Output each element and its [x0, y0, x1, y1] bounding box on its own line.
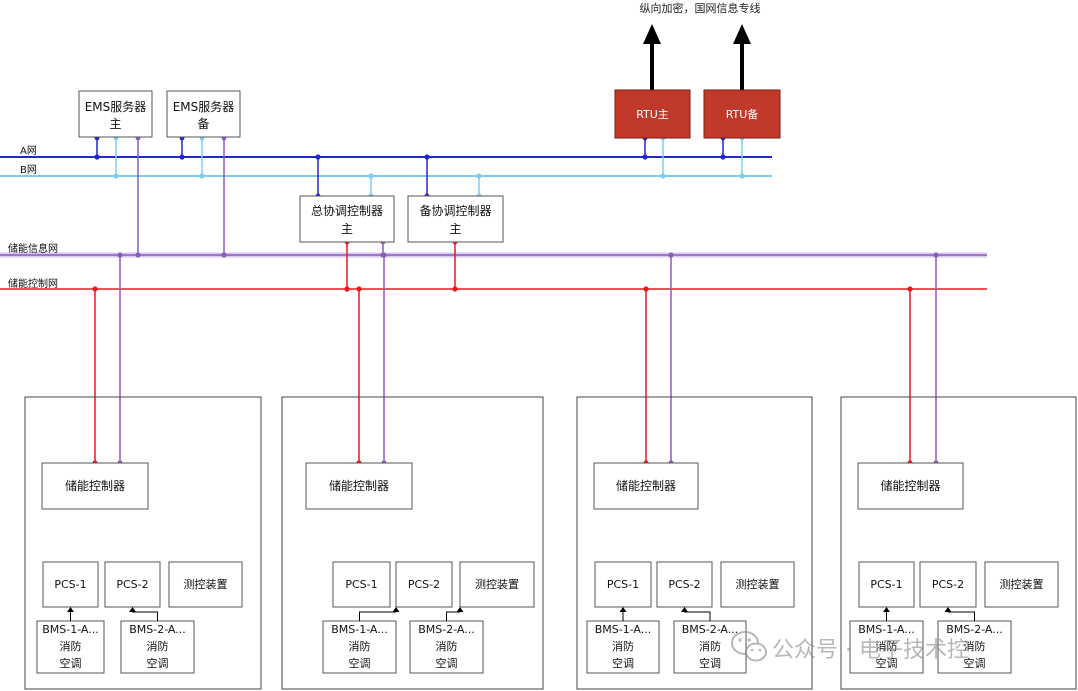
pcs-1-unit-2-label: PCS-1 [345, 578, 377, 591]
rtu-primary-label: RTU主 [636, 108, 669, 121]
bms-2-unit-4-line1: BMS-2-A... [946, 623, 1003, 636]
rtu-backup: RTU备 [703, 89, 781, 139]
wechat-icon [731, 631, 767, 662]
bms-2-unit-1 [120, 620, 195, 674]
bms-1-unit-2-line3: 空调 [349, 656, 371, 670]
storage-unit-4: 储能控制器 PCS-1 PCS-2 测控装置 BMS-1-A... 消防 空调 … [840, 396, 1077, 690]
uplink-label: 纵向加密，国网信息专线 [640, 1, 761, 15]
bms-2-unit-2-line3: 空调 [436, 656, 458, 670]
monitor-unit-4 [984, 561, 1059, 608]
bms-1-unit-2-line1: BMS-1-A... [331, 623, 388, 636]
bms-2-unit-1-line2: 消防 [147, 639, 169, 653]
bms-2-unit-3-line3: 空调 [699, 656, 721, 670]
storage-unit-2: 储能控制器 PCS-1 PCS-2 测控装置 BMS-1-A... 消防 空调 … [281, 396, 544, 690]
rtu-backup-label: RTU备 [726, 107, 759, 121]
bms-1-unit-3-line1: BMS-1-A... [595, 623, 652, 636]
monitor-unit-1-label: 测控装置 [184, 577, 228, 591]
bms-2-unit-4-line2: 消防 [964, 639, 986, 653]
storage-unit-3: 储能控制器 PCS-1 PCS-2 测控装置 BMS-1-A... 消防 空调 … [576, 396, 813, 690]
storage-controller-4-label: 储能控制器 [880, 478, 940, 493]
storage-controller-4 [857, 462, 964, 510]
top-connections [96, 137, 743, 289]
pcs-1-unit-4-label: PCS-1 [870, 578, 902, 591]
info-net-label: 储能信息网 [8, 242, 58, 255]
bms-1-unit-4 [849, 620, 924, 674]
network-buses [0, 156, 987, 290]
ems-server-primary-line1: EMS服务器 [85, 99, 147, 114]
pcs-2-unit-2 [395, 561, 453, 608]
storage-controller-2 [305, 462, 413, 510]
storage-controller-2-label: 储能控制器 [329, 478, 389, 493]
storage-controller-3-label: 储能控制器 [616, 478, 676, 493]
pcs-2-unit-1 [104, 561, 161, 608]
pcs-1-unit-3-label: PCS-1 [607, 578, 639, 591]
control-net-label: 储能控制网 [8, 277, 58, 290]
ems-server-backup-line1: EMS服务器 [173, 99, 235, 114]
pcs-1-unit-1 [42, 561, 99, 608]
pcs-1-unit-1-label: PCS-1 [54, 578, 86, 591]
monitor-unit-3 [720, 561, 795, 608]
bms-2-unit-4-line3: 空调 [964, 656, 986, 670]
bms-1-unit-1 [36, 620, 105, 674]
bms-1-unit-1-line2: 消防 [60, 639, 82, 653]
bms-2-unit-3-line1: BMS-2-A... [682, 623, 739, 636]
bms-2-unit-2-line2: 消防 [436, 639, 458, 653]
pcs-2-unit-4 [919, 561, 977, 608]
bms-1-unit-4-line1: BMS-1-A... [858, 623, 915, 636]
bms-2-unit-1-line1: BMS-2-A... [129, 623, 186, 636]
coordinator-backup-line2: 主 [449, 222, 461, 236]
rtu-primary: RTU主 [614, 89, 691, 139]
bms-2-unit-2 [409, 620, 484, 674]
bms-1-unit-1-line1: BMS-1-A... [42, 623, 99, 636]
b-net-label: B网 [20, 164, 37, 176]
bms-1-unit-3-line3: 空调 [612, 656, 634, 670]
pcs-1-unit-2 [332, 561, 391, 608]
bms-1-unit-4-line3: 空调 [876, 656, 898, 670]
storage-controller-1 [41, 462, 149, 510]
storage-unit-1: 储能控制器 PCS-1 PCS-2 测控装置 BMS-1-A... 消防 空调 … [24, 396, 262, 690]
monitor-unit-1 [168, 561, 243, 608]
ems-server-backup-line2: 备 [197, 117, 209, 131]
ems-server-primary: EMS服务器 主 [78, 90, 153, 138]
bms-1-unit-1-line3: 空调 [60, 656, 82, 670]
ems-server-primary-line2: 主 [109, 117, 121, 131]
storage-controller-3 [593, 462, 699, 510]
bms-2-unit-4 [937, 620, 1012, 674]
a-net-label: A网 [20, 145, 37, 157]
pcs-2-unit-3 [656, 561, 713, 608]
bms-1-unit-4-line2: 消防 [876, 639, 898, 653]
pcs-1-unit-3 [594, 561, 652, 608]
monitor-unit-2 [459, 561, 535, 608]
bms-1-unit-2-line2: 消防 [349, 639, 371, 653]
coordinator-backup: 备协调控制器 主 [407, 195, 504, 243]
monitor-unit-3-label: 测控装置 [736, 577, 780, 591]
coordinator-primary: 总协调控制器 主 [299, 195, 395, 243]
bms-2-unit-3-line2: 消防 [699, 639, 721, 653]
monitor-unit-2-label: 测控装置 [475, 577, 519, 591]
watermark-text: 公众号 · 电子技术控 [772, 638, 969, 663]
pcs-2-unit-4-label: PCS-2 [932, 578, 964, 591]
pcs-1-unit-4 [858, 561, 915, 608]
watermark: 公众号 · 电子技术控 [731, 631, 969, 663]
bms-2-unit-2-line1: BMS-2-A... [418, 623, 475, 636]
ems-server-backup: EMS服务器 备 [166, 90, 241, 138]
coordinator-primary-line1: 总协调控制器 [311, 203, 383, 218]
unit-connections [94, 255, 937, 463]
uplink-arrows [643, 24, 751, 90]
bms-1-unit-2 [322, 620, 397, 674]
coordinator-backup-line1: 备协调控制器 [419, 203, 491, 218]
bms-2-unit-1-line3: 空调 [147, 656, 169, 670]
bms-1-unit-3-line2: 消防 [612, 639, 634, 653]
coordinator-primary-line2: 主 [341, 222, 353, 236]
monitor-unit-4-label: 测控装置 [1000, 577, 1044, 591]
storage-controller-1-label: 储能控制器 [65, 478, 125, 493]
pcs-2-unit-1-label: PCS-2 [116, 578, 148, 591]
pcs-2-unit-3-label: PCS-2 [668, 578, 700, 591]
bms-2-unit-3 [673, 620, 747, 674]
bms-1-unit-3 [586, 620, 660, 674]
pcs-2-unit-2-label: PCS-2 [408, 578, 440, 591]
